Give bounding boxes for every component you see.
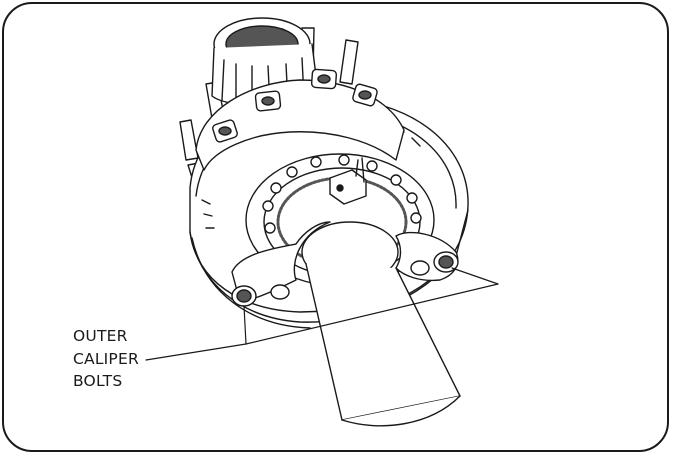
callout-leader-lines xyxy=(145,267,499,361)
lug-nuts xyxy=(212,68,378,143)
caliper-bracket xyxy=(231,221,459,307)
hub-flange xyxy=(195,68,405,171)
abs-sensor xyxy=(329,157,367,205)
axle-tube xyxy=(301,221,461,427)
callout-line-bolts: BOLTS xyxy=(73,372,123,390)
callout-label: OUTER CALIPER BOLTS xyxy=(73,325,139,393)
callout-line-caliper: CALIPER xyxy=(73,349,139,368)
callout-line-outer: OUTER xyxy=(73,327,128,345)
